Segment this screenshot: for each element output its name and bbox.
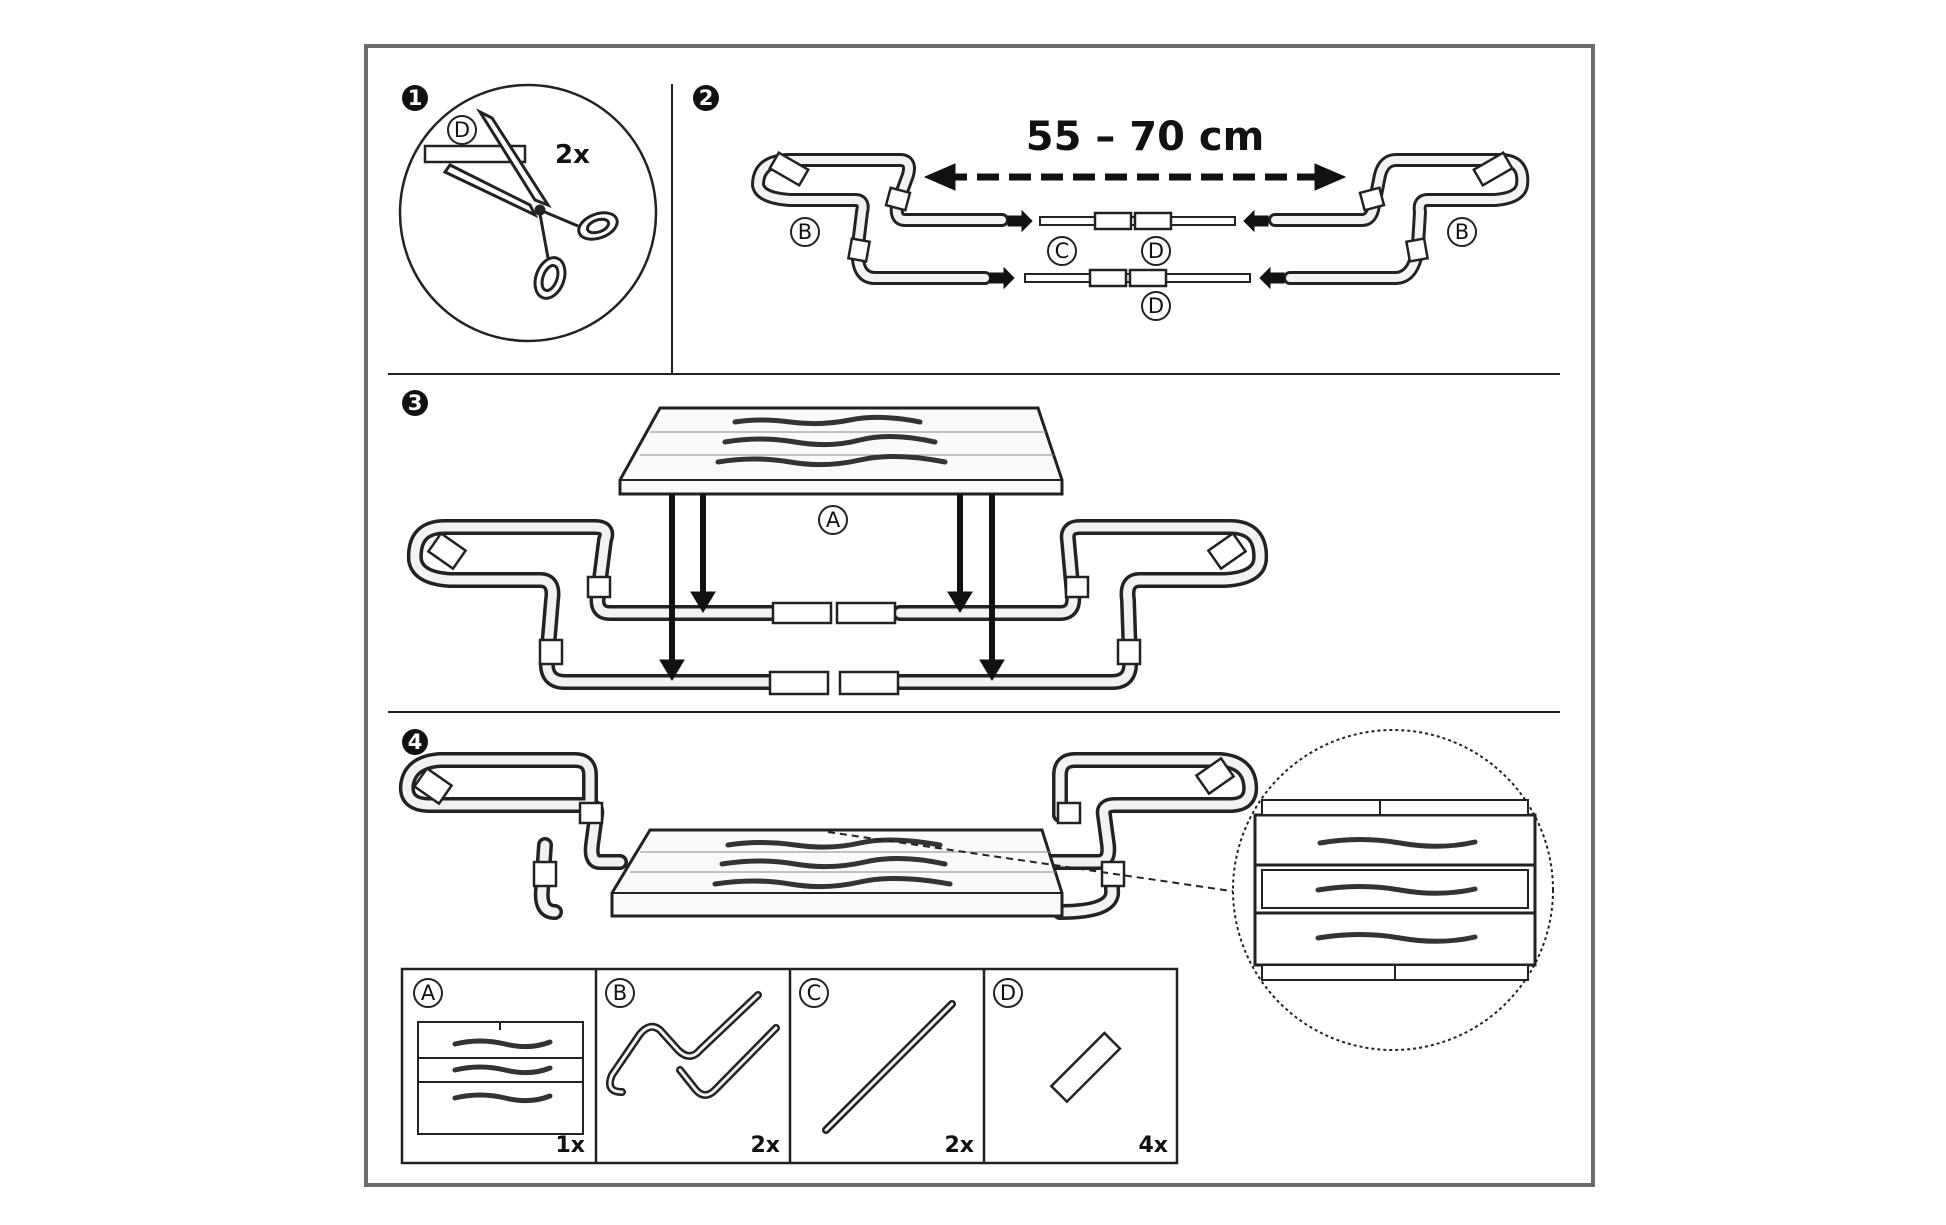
svg-text:C: C	[1055, 239, 1070, 263]
step2-panel: 2 55 – 70 cm	[693, 85, 1530, 321]
seat-board-icon	[417, 1021, 584, 1135]
step1-quantity: 2x	[555, 140, 590, 170]
svg-text:1x: 1x	[556, 1133, 586, 1158]
svg-text:4x: 4x	[1139, 1133, 1169, 1158]
rod-c-lower	[1024, 268, 1251, 288]
rail-b-left	[751, 150, 1009, 285]
svg-text:B: B	[1455, 220, 1469, 244]
svg-text:2: 2	[699, 86, 714, 110]
step2-label-c: C	[1047, 236, 1077, 266]
svg-text:3: 3	[408, 391, 423, 415]
step1-panel: 1 D 2x	[398, 83, 658, 343]
step2-label-b-left: B	[790, 217, 820, 247]
placement-arrows	[659, 494, 1005, 681]
dimension-arrow	[923, 163, 1347, 191]
part-cell-b: B 2x	[605, 978, 781, 1158]
parts-table: A 1x B 2x C	[400, 967, 1179, 1165]
step4-panel: 4	[398, 729, 1554, 1051]
part-cell-a: A 1x	[413, 978, 586, 1158]
magnified-detail	[1232, 729, 1554, 1051]
step3-panel: 3	[402, 390, 1269, 696]
svg-text:C: C	[807, 981, 822, 1005]
step2-label-b-right: B	[1447, 217, 1477, 247]
connector-strip	[423, 144, 527, 164]
svg-text:1: 1	[408, 86, 423, 110]
part-cell-d: D 4x	[993, 978, 1169, 1158]
scissors-icon	[442, 108, 619, 300]
svg-text:D: D	[1000, 981, 1016, 1005]
bent-rail-icon	[606, 991, 780, 1099]
step1-badge: 1	[402, 85, 428, 111]
step4-seat-board	[610, 828, 1064, 918]
step3-label-a: A	[818, 505, 848, 535]
svg-text:2x: 2x	[945, 1133, 975, 1158]
step2-badge: 2	[693, 85, 719, 111]
zoom-leader	[827, 831, 1239, 893]
step1-label-d: D	[447, 115, 477, 145]
step2-label-d-bottom: D	[1141, 291, 1171, 321]
svg-text:2x: 2x	[751, 1133, 781, 1158]
dimension-label: 55 – 70 cm	[1026, 114, 1265, 160]
svg-text:D: D	[1148, 239, 1164, 263]
svg-text:D: D	[1148, 294, 1164, 318]
svg-text:A: A	[421, 981, 436, 1005]
svg-text:D: D	[454, 118, 470, 142]
step3-badge: 3	[402, 390, 428, 416]
step4-assembled-frame	[398, 752, 1259, 920]
rod-c-upper	[1039, 211, 1236, 231]
connector-sleeve-icon	[1049, 1031, 1122, 1104]
straight-rod-icon	[822, 1000, 956, 1134]
svg-text:B: B	[798, 220, 812, 244]
rail-b-right	[1268, 150, 1530, 285]
step3-frame	[406, 519, 1269, 696]
step3-seat-board	[618, 406, 1064, 496]
step2-label-d-top: D	[1141, 236, 1171, 266]
part-cell-c: C 2x	[799, 978, 975, 1158]
svg-text:A: A	[826, 508, 841, 532]
step4-badge: 4	[402, 729, 428, 755]
svg-text:4: 4	[408, 730, 423, 754]
insert-arrows	[989, 209, 1285, 290]
svg-text:B: B	[613, 981, 627, 1005]
